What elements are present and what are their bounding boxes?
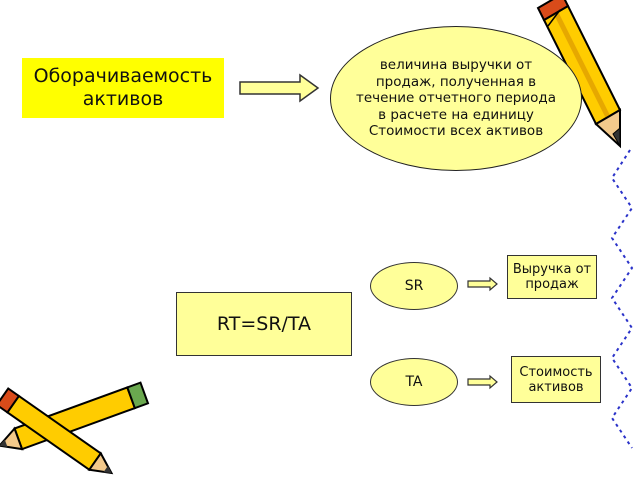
definition-ellipse: величина выручки от продаж, полученная в… — [330, 26, 582, 171]
sr-label: SR — [404, 278, 424, 294]
main-arrow — [239, 73, 320, 103]
title-box: Оборачиваемость активов — [22, 58, 224, 118]
sr-ellipse: SR — [370, 262, 458, 310]
crossed-pencils-icon — [0, 381, 150, 475]
title-text: Оборачиваемость активов — [33, 65, 213, 110]
zigzag-decoration — [610, 149, 634, 449]
definition-text: величина выручки от продаж, полученная в… — [356, 57, 556, 140]
formula-text: RT=SR/TA — [216, 313, 312, 335]
ta-ellipse: TA — [370, 358, 458, 406]
ta-arrow — [467, 374, 498, 390]
assets-box: Стоимость активов — [511, 356, 601, 403]
formula-box: RT=SR/TA — [176, 292, 352, 356]
revenue-text: Выручка от продаж — [512, 262, 592, 292]
revenue-box: Выручка от продаж — [507, 255, 597, 299]
sr-arrow — [467, 276, 498, 292]
ta-label: TA — [405, 374, 423, 390]
assets-text: Стоимость активов — [519, 364, 593, 395]
